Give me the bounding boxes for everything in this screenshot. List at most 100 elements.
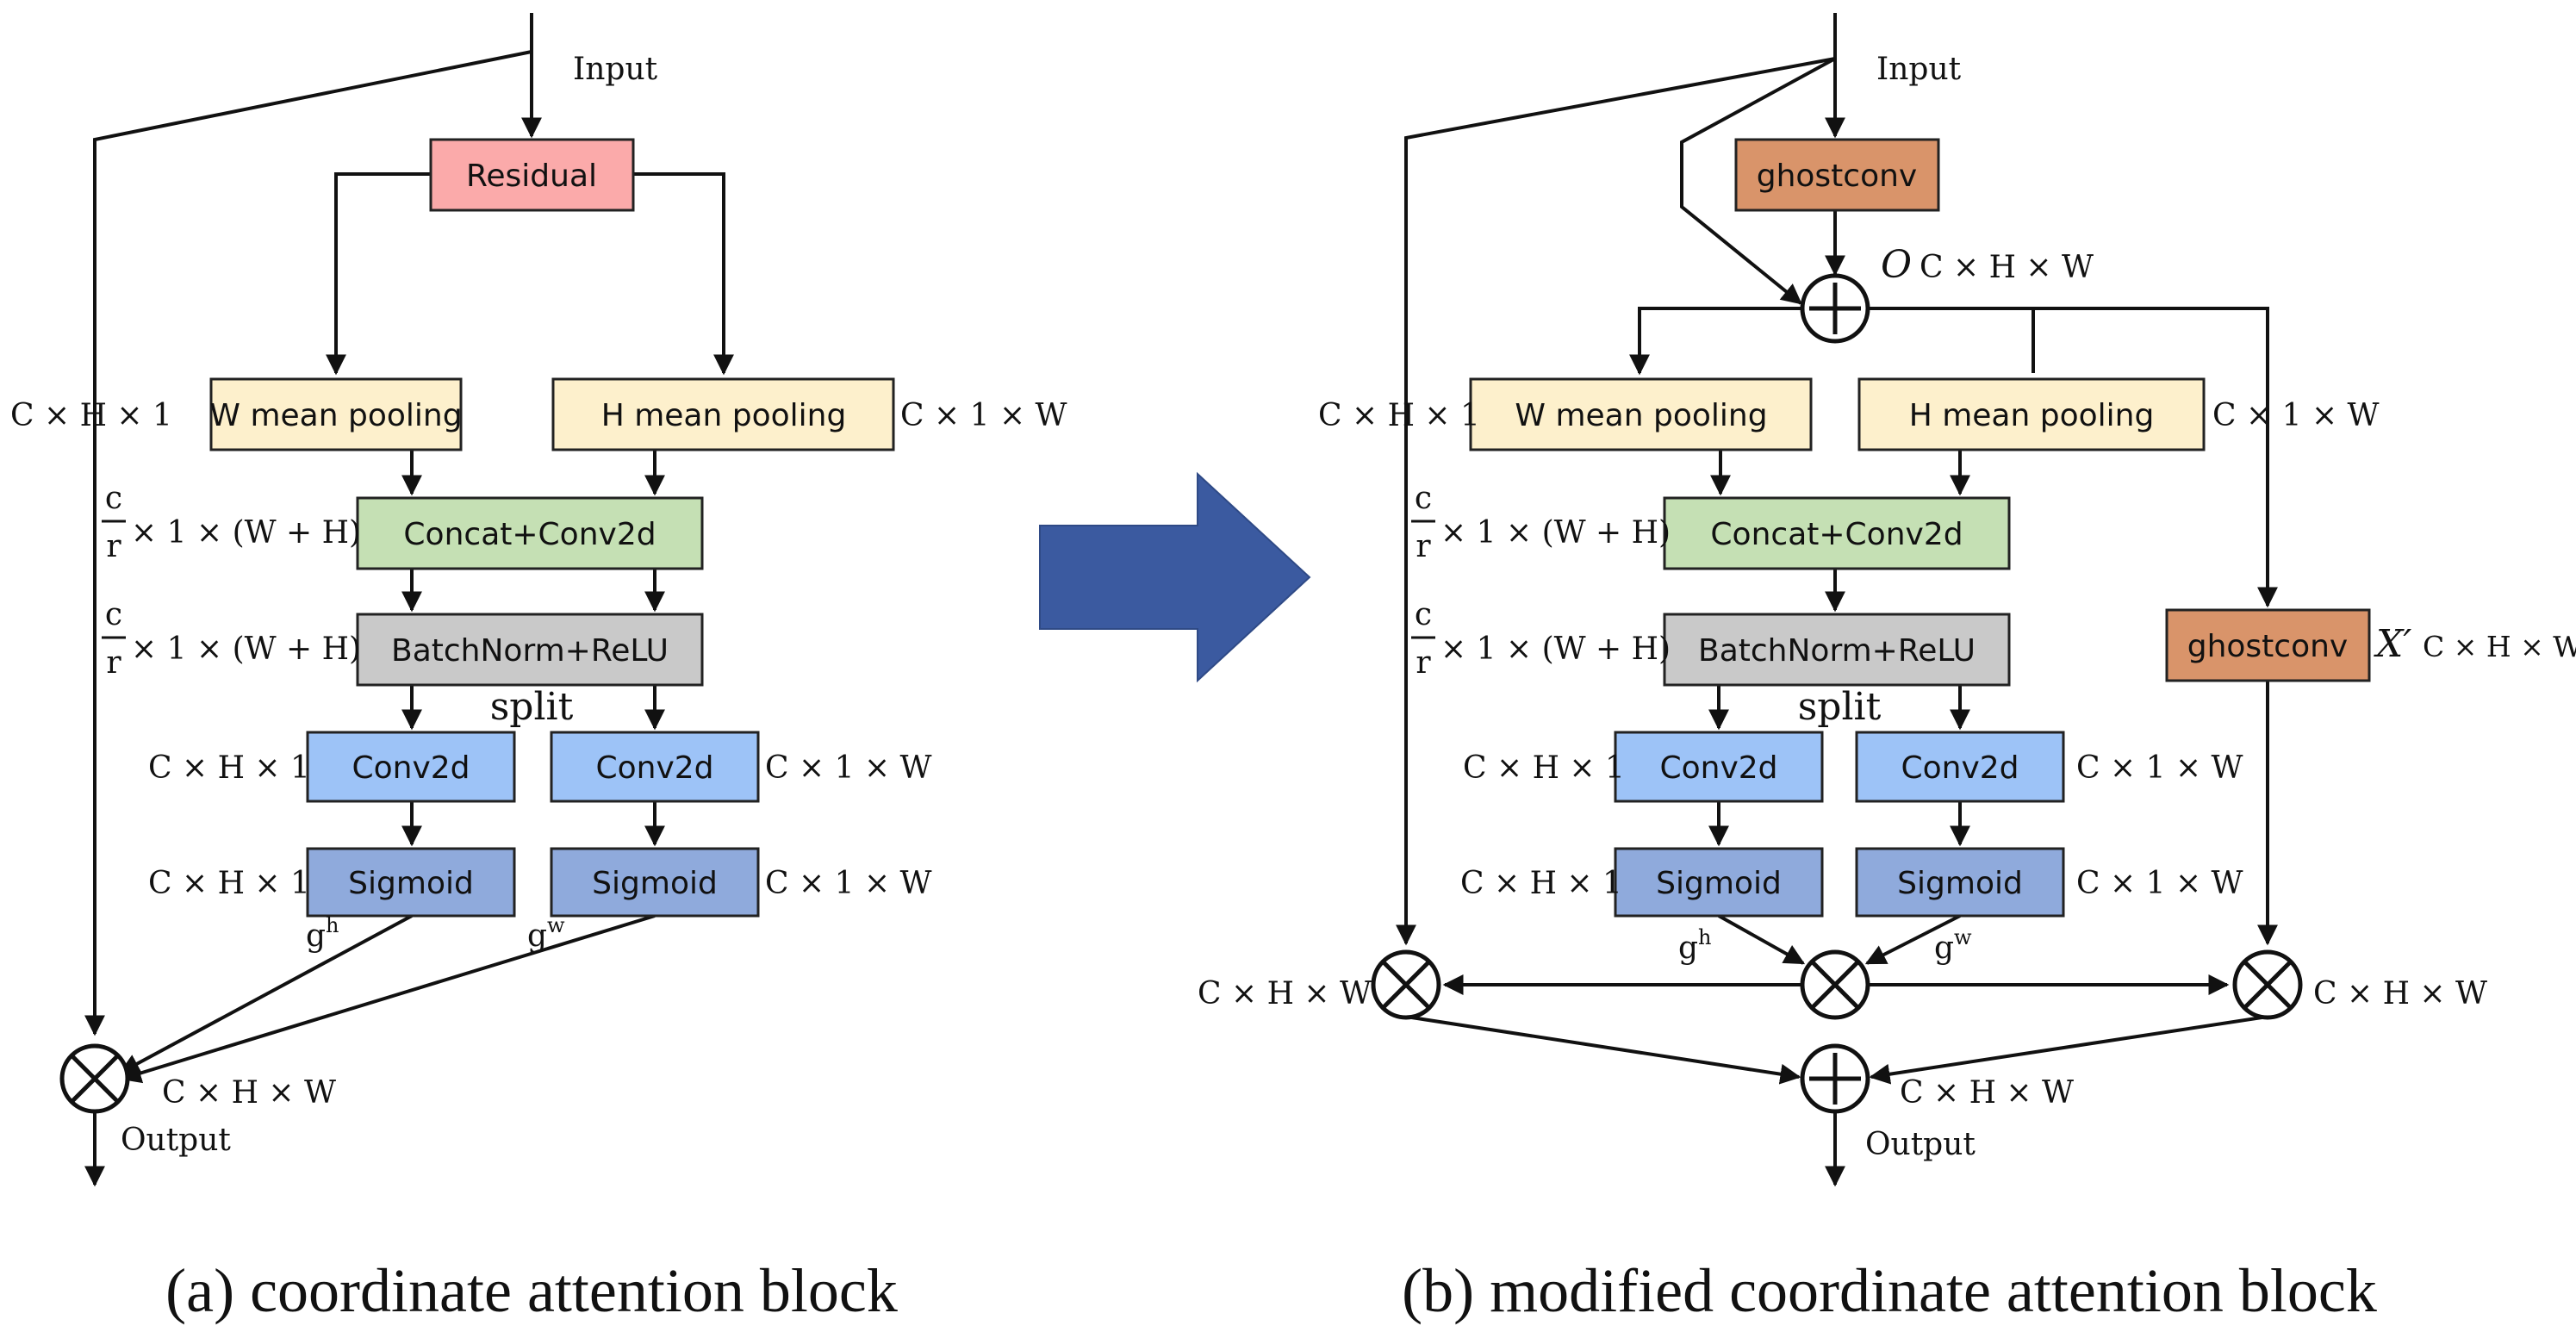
svg-text:× 1 × (W + H): × 1 × (W + H) [1440, 632, 1671, 667]
a-dim-conv-right: C × 1 × W [765, 750, 932, 786]
a-frac-batchnorm: c r × 1 × (W + H) [102, 597, 361, 681]
diagram-b-connectors [1396, 13, 2278, 1187]
b-ghostconv-top-box [1734, 138, 1940, 212]
b-skip-add-line [1680, 57, 1836, 305]
b-batchnorm-label: BatchNorm+ReLU [1698, 633, 1976, 669]
b-sig-left-box [1614, 847, 1824, 918]
b-x-dim: C × H × W [2423, 630, 2576, 663]
a-conv-right-box [550, 731, 760, 803]
b-add-node-top [1800, 273, 1870, 344]
svg-text:g: g [1678, 930, 1698, 966]
b-multiply-node-left [1371, 949, 1441, 1020]
b-conv-right-box [1855, 731, 2065, 803]
a-sig-right-box [550, 847, 760, 918]
svg-text:g: g [306, 918, 326, 954]
a-residual-label: Residual [466, 159, 597, 194]
b-output-label: Output [1865, 1127, 1976, 1162]
b-add-hpool-line [1868, 307, 2035, 373]
svg-text:w: w [1954, 925, 1972, 949]
b-w-pool-label: W mean pooling [1515, 398, 1767, 433]
a-w-pool-box [209, 377, 463, 451]
b-add-ghost-side-line [2029, 307, 2278, 608]
b-x-label: X′ [2374, 622, 2411, 666]
b-conv-left-box [1614, 731, 1824, 803]
diagram-b: ghostconv W mean pooling H mean pooling … [1198, 13, 2576, 1325]
b-gw-label: g w [1934, 925, 1972, 966]
b-dim-output: C × H × W [1900, 1075, 2074, 1111]
b-dim-conv-right: C × 1 × W [2076, 750, 2243, 786]
a-concat-box [356, 496, 704, 570]
a-residual-right-line [633, 172, 734, 376]
a-concat-label: Concat+Conv2d [403, 517, 656, 552]
svg-text:c: c [1415, 597, 1432, 632]
a-sig-right-label: Sigmoid [592, 866, 718, 901]
b-ghostconv-side-box [2165, 608, 2371, 682]
a-conv-right-label: Conv2d [595, 750, 713, 786]
b-dim-mul-left: C × H × W [1198, 976, 1372, 1011]
b-sig-right-box [1855, 847, 2065, 918]
b-conv-left-label: Conv2d [1659, 750, 1777, 786]
svg-text:r: r [1416, 645, 1431, 681]
a-w-pool-label: W mean pooling [209, 398, 462, 433]
b-dim-sig-right: C × 1 × W [2076, 866, 2243, 901]
a-dim-hpool: C × 1 × W [900, 398, 1067, 433]
b-gw-line [1864, 914, 1961, 965]
b-caption: (b) modified coordinate attention block [1402, 1256, 2377, 1325]
b-frac-batchnorm: c r × 1 × (W + H) [1411, 597, 1671, 681]
a-skip-line [84, 50, 532, 1036]
svg-text:c: c [1415, 481, 1432, 516]
b-multiply-node-center [1800, 949, 1870, 1020]
a-h-pool-box [551, 377, 895, 451]
b-frac-concat: c r × 1 × (W + H) [1411, 481, 1671, 564]
svg-text:g: g [527, 918, 547, 954]
svg-text:c: c [105, 597, 122, 632]
b-h-pool-label: H mean pooling [1909, 398, 2155, 433]
svg-text:× 1 × (W + H): × 1 × (W + H) [131, 515, 361, 551]
b-skip-left-line [1396, 57, 1836, 946]
b-gh-label: g h [1678, 925, 1711, 966]
a-frac-concat: c r × 1 × (W + H) [102, 481, 361, 564]
a-input-label: Input [573, 52, 658, 87]
svg-text:r: r [106, 529, 121, 564]
a-residual-box [429, 138, 635, 212]
b-add-wpool-line [1629, 307, 1802, 376]
svg-text:r: r [106, 645, 121, 681]
a-split-label: split [490, 685, 574, 729]
a-dim-sig-right: C × 1 × W [765, 866, 932, 901]
a-caption: (a) coordinate attention block [165, 1256, 898, 1325]
a-h-pool-label: H mean pooling [601, 398, 847, 433]
b-o-dim: C × H × W [1920, 250, 2094, 285]
svg-text:h: h [326, 913, 339, 937]
a-dim-conv-left: C × H × 1 [148, 750, 310, 786]
b-concat-box [1663, 496, 2011, 570]
a-batchnorm-label: BatchNorm+ReLU [391, 633, 669, 669]
a-gw-label: g w [527, 913, 565, 954]
svg-text:w: w [547, 913, 565, 937]
a-conv-left-box [306, 731, 516, 803]
a-residual-left-line [326, 172, 431, 376]
b-mul-right-add-line [1869, 1015, 2268, 1085]
b-dim-wpool: C × H × 1 [1318, 398, 1480, 433]
a-sig-left-box [306, 847, 516, 918]
a-multiply-node [59, 1043, 130, 1114]
transform-arrow [1039, 471, 1311, 683]
a-dim-wpool: C × H × 1 [10, 398, 172, 433]
a-conv-left-label: Conv2d [352, 750, 470, 786]
b-dim-mul-right: C × H × W [2313, 976, 2487, 1011]
b-multiply-node-right [2232, 949, 2303, 1020]
b-mul-left-add-line [1405, 1015, 1801, 1085]
a-gh-line [118, 914, 413, 1074]
b-sig-left-label: Sigmoid [1656, 866, 1782, 901]
svg-text:h: h [1698, 925, 1711, 949]
b-batchnorm-box [1663, 613, 2011, 687]
b-ghostconv-top-label: ghostconv [1757, 159, 1918, 194]
b-o-label: O [1881, 243, 1912, 287]
b-add-node-bottom [1800, 1043, 1870, 1114]
a-gw-line [120, 914, 656, 1084]
b-gh-line [1718, 914, 1806, 965]
a-batchnorm-box [356, 613, 704, 687]
svg-text:g: g [1934, 930, 1954, 966]
diagram-a-connectors [84, 13, 734, 1187]
